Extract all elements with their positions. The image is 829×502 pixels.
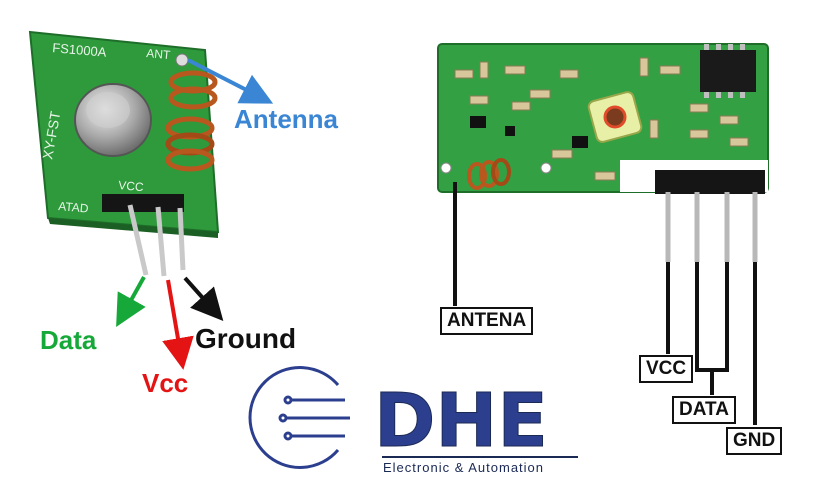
pin-vcc — [155, 206, 167, 277]
antenna-arrow — [187, 58, 274, 104]
transmitter-header — [102, 194, 184, 212]
ground-arrow — [183, 276, 224, 321]
data-leader — [695, 262, 729, 372]
receiver-module — [437, 43, 769, 262]
ant-silk: ANT — [146, 46, 172, 62]
logo-name: DHE — [374, 378, 548, 464]
receiver-ic — [700, 50, 756, 92]
vcc-arrow — [162, 279, 194, 370]
circuit-icon — [248, 366, 350, 469]
data-box-label: DATA — [672, 396, 736, 424]
data-label: Data — [40, 325, 97, 355]
logo-underline — [382, 456, 578, 458]
vcc-silk: VCC — [118, 178, 145, 194]
atad-silk: ATAD — [58, 199, 90, 216]
pin-gnd — [177, 207, 186, 271]
pin-data — [127, 204, 149, 276]
transmitter-coil — [165, 70, 218, 172]
model-silk: FS1000A — [52, 40, 108, 60]
receiver-coil — [467, 158, 511, 190]
receiver-leaders — [453, 182, 757, 425]
transistors — [470, 116, 588, 148]
logo-tagline: Electronic & Automation — [383, 460, 545, 475]
ant-pad — [175, 53, 189, 67]
data-arrow — [116, 276, 146, 327]
dhe-logo: DHE — [248, 366, 548, 469]
smd-components — [454, 57, 749, 181]
gnd-box-label: GND — [726, 427, 783, 455]
ground-label: Ground — [195, 323, 297, 354]
antena-box-label: ANTENA — [440, 307, 534, 335]
transmitter-module: FS1000A ANT XY-FST ATAD VCC — [28, 30, 220, 277]
vcc-label: Vcc — [142, 368, 189, 398]
vcc-box-label: VCC — [639, 355, 694, 383]
antenna-label: Antenna — [234, 104, 338, 134]
receiver-header — [655, 170, 765, 194]
